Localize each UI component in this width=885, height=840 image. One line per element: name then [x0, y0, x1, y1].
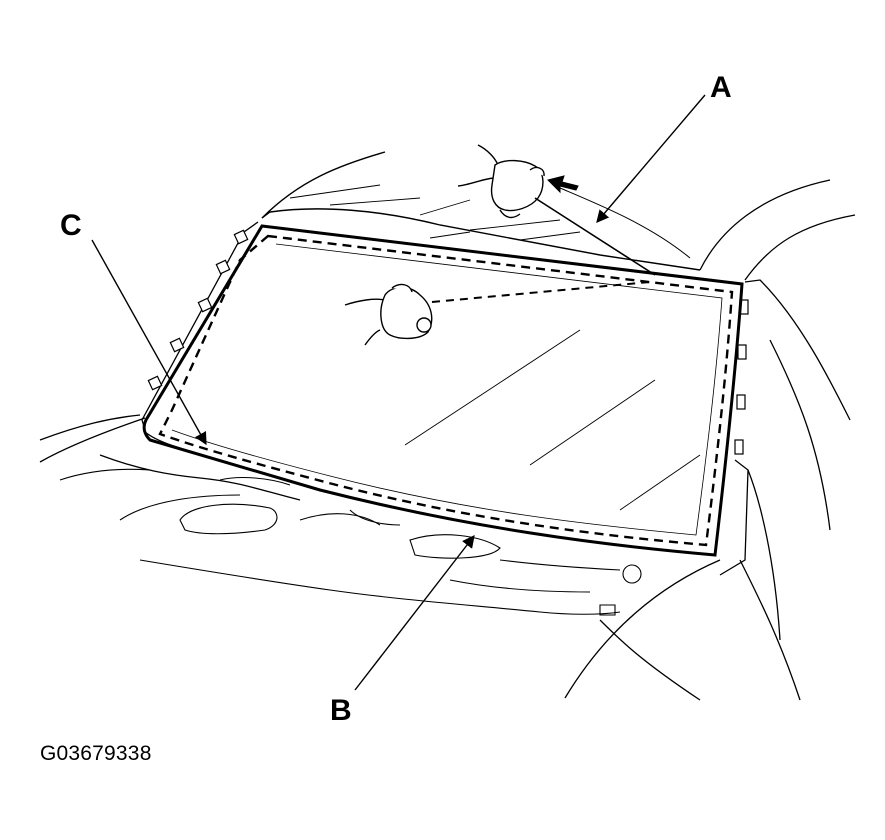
roof-shading [289, 184, 581, 241]
roof-outline [261, 151, 701, 271]
dashboard-detail [59, 468, 642, 616]
callout-label-a: A [710, 71, 732, 104]
pillar-clips [147, 229, 249, 391]
sealant-path-solid [534, 197, 656, 276]
glass-reflections [404, 329, 701, 511]
glass-inner-edge [171, 243, 723, 536]
figure-code: G03679338 [40, 742, 152, 765]
pillar-clips-right [734, 299, 749, 455]
push-direction-arrow [547, 175, 579, 194]
adhesive-bead-dashed [158, 234, 734, 547]
body-left [39, 221, 301, 501]
leader-a [596, 94, 706, 223]
leader-b [354, 535, 475, 691]
callout-label-c: C [60, 209, 82, 242]
hand-top [457, 144, 545, 219]
sealant-path-dashed [431, 281, 651, 303]
body-right [564, 179, 856, 701]
hand-middle [344, 283, 433, 346]
windshield-glass [142, 224, 744, 557]
leader-c [91, 239, 207, 446]
callout-label-b: B [330, 694, 352, 727]
